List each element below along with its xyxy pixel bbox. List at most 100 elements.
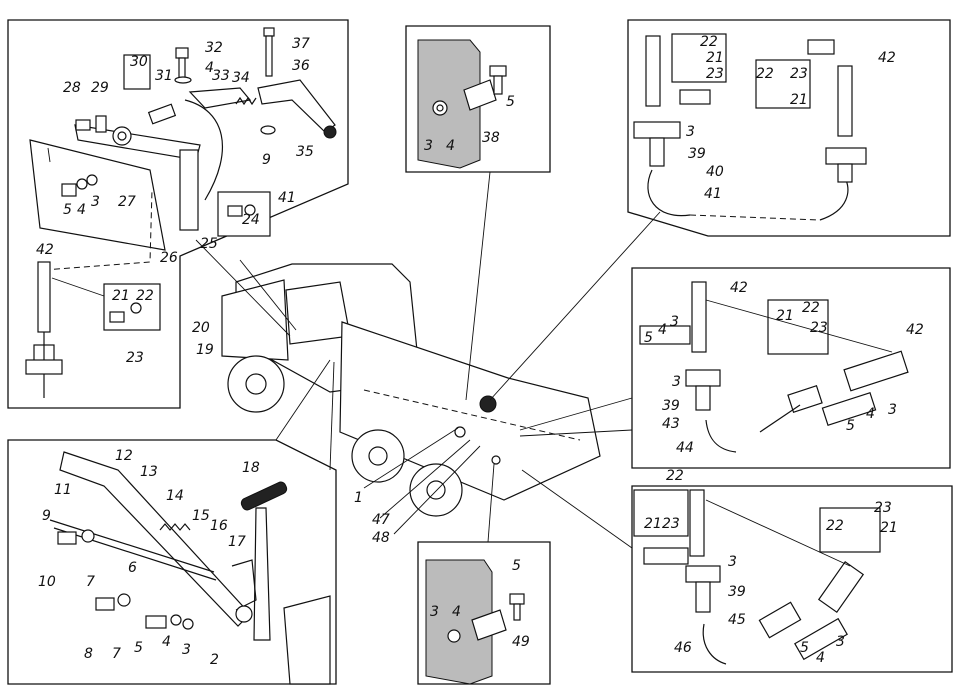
callout: 42 (730, 280, 748, 296)
callout: 49 (512, 634, 530, 650)
callout: 30 (130, 54, 148, 70)
callout: 9 (42, 508, 51, 524)
callouts-bottom-left: 12 13 11 9 14 18 15 16 17 10 7 6 8 7 5 4… (38, 448, 260, 668)
callout: 43 (662, 416, 680, 432)
spring-arc (184, 99, 223, 201)
callout: 45 (728, 612, 746, 628)
callout: 13 (140, 464, 158, 480)
callout: 33 (212, 68, 230, 84)
callout: 19 (196, 342, 214, 358)
bracket-plate (283, 595, 331, 685)
callout: 3 (686, 124, 695, 140)
callout: 22 (756, 66, 774, 82)
callout: 3 (836, 634, 845, 650)
callout: 22 (802, 300, 820, 316)
callout: 5 (134, 640, 143, 656)
callout: 23 (790, 66, 808, 82)
callouts-top-right: 22 21 23 22 23 21 42 3 39 40 41 (686, 34, 896, 202)
callout: 3 (728, 554, 737, 570)
callout: 5 (800, 640, 809, 656)
callout: 4 (452, 604, 461, 620)
callout: 34 (232, 70, 250, 86)
callout: 3 (430, 604, 439, 620)
callout: 10 (38, 574, 56, 590)
callout: 41 (704, 186, 722, 202)
leader-lines (195, 171, 661, 549)
mounting-bracket (29, 139, 166, 251)
panel-top-center (405, 25, 551, 173)
callouts-mid-right: 42 5 4 3 21 22 23 42 3 39 43 44 5 4 3 (644, 280, 924, 456)
callout: 1 (354, 490, 363, 506)
frame-rail-2 (425, 559, 493, 685)
callout: 4 (77, 202, 86, 218)
callout: 23 (706, 66, 724, 82)
callout: 48 (372, 530, 390, 546)
callout: 18 (242, 460, 260, 476)
callout: 31 (155, 68, 173, 84)
callout: 38 (482, 130, 500, 146)
callout: 21 (706, 50, 724, 66)
callout: 39 (728, 584, 746, 600)
callout: 26 (160, 250, 178, 266)
callout: 8 (84, 646, 93, 662)
callout: 32 (205, 40, 223, 56)
callout: 23 (126, 350, 144, 366)
callouts-bottom-right: 22 21 23 3 39 45 46 23 22 21 5 4 3 (644, 468, 898, 666)
callout: 27 (118, 194, 136, 210)
callout: 16 (210, 518, 228, 534)
callout: 40 (706, 164, 724, 180)
handle-post (253, 507, 271, 641)
cylinder-bottom (817, 561, 865, 613)
callout: 36 (292, 58, 310, 74)
callout: 5 (846, 418, 855, 434)
callout: 22 (826, 518, 844, 534)
callout: 5 (644, 330, 653, 346)
callout: 35 (296, 144, 314, 160)
truck (221, 263, 601, 517)
callout: 46 (674, 640, 692, 656)
panel-bottom-center (417, 541, 551, 685)
callout: 2 (210, 652, 219, 668)
callout: 39 (662, 398, 680, 414)
callout: 20 (192, 320, 210, 336)
callout: 3 (888, 402, 897, 418)
callout: 4 (866, 406, 875, 422)
callout: 22 (700, 34, 718, 50)
callout: 29 (91, 80, 109, 96)
callout: 7 (112, 646, 121, 662)
callout: 5 (63, 202, 72, 218)
callout: 3 (424, 138, 433, 154)
callout: 3 (182, 642, 191, 658)
callout: 23 (662, 516, 680, 532)
callout: 9 (262, 152, 271, 168)
callout: 41 (278, 190, 296, 206)
callout: 6 (128, 560, 137, 576)
callouts-bottom-center: 5 3 4 49 (430, 558, 530, 650)
callout: 5 (512, 558, 521, 574)
callout: 22 (666, 468, 684, 484)
callout: 47 (372, 512, 390, 528)
callout: 17 (228, 534, 246, 550)
callout: 42 (878, 50, 896, 66)
link-rod-top (645, 35, 661, 107)
callout: 42 (906, 322, 924, 338)
callouts-truck: 20 19 1 47 48 (192, 320, 390, 546)
callout: 39 (688, 146, 706, 162)
callouts-top-left: 28 29 30 31 32 4 33 34 37 36 27 26 25 24… (36, 36, 314, 366)
callout: 4 (205, 60, 214, 76)
callout: 12 (115, 448, 133, 464)
cable-mid (705, 419, 737, 453)
callout: 3 (672, 374, 681, 390)
callout: 24 (242, 212, 260, 228)
panel-top-right (627, 19, 951, 237)
panel-mid-right (631, 267, 951, 469)
panel-bottom-left (7, 439, 337, 685)
callout: 3 (670, 314, 679, 330)
callout: 4 (162, 634, 171, 650)
callout: 21 (880, 520, 898, 536)
panel-top-left (7, 19, 349, 409)
long-lever (59, 451, 251, 627)
callout: 4 (446, 138, 455, 154)
cable-bottom (702, 623, 727, 665)
callout: 21 (776, 308, 794, 324)
